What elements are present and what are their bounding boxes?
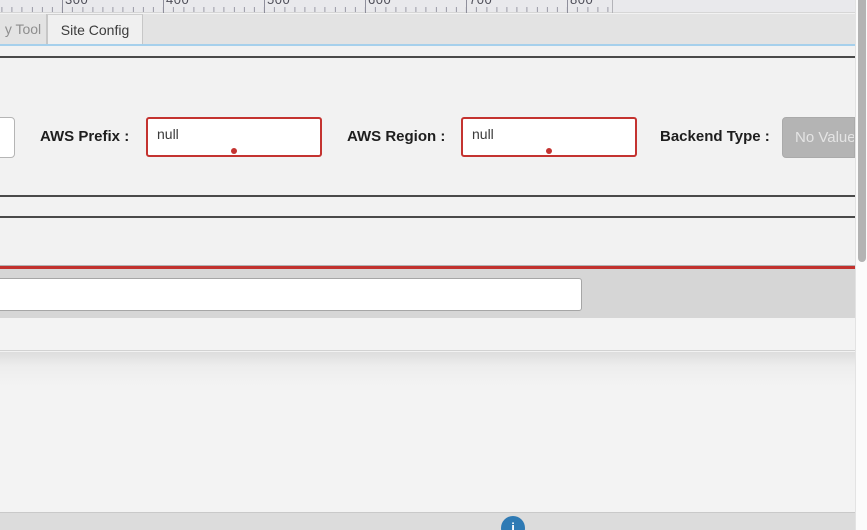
- backend-type-select[interactable]: No Value: [782, 117, 855, 158]
- row-divider-2: [0, 216, 855, 218]
- ruler-label: 700: [469, 0, 492, 7]
- horizontal-ruler: 300 400 500 600 700 800: [0, 0, 867, 13]
- tab-bar: y Tool Site Config: [0, 14, 867, 44]
- search-input[interactable]: [0, 278, 582, 311]
- sub-band: [0, 318, 855, 351]
- bottom-bar: [0, 512, 855, 530]
- ruler-label: 300: [65, 0, 88, 7]
- tab-site-config[interactable]: Site Config: [47, 14, 143, 44]
- error-indicator-dot: [546, 148, 552, 154]
- tab-tool[interactable]: y Tool: [0, 14, 47, 44]
- ruler-tick-area: 300 400 500 600 700 800: [0, 0, 613, 13]
- ruler-label: 600: [368, 0, 391, 7]
- ruler-major-tick: [466, 0, 467, 13]
- vertical-scrollbar[interactable]: [855, 0, 867, 530]
- ruler-major-tick: [163, 0, 164, 13]
- aws-prefix-input[interactable]: [146, 117, 322, 157]
- content-panel: [0, 352, 855, 512]
- error-indicator-dot: [231, 148, 237, 154]
- ruler-label: 500: [267, 0, 290, 7]
- gray-hairline: [0, 265, 855, 266]
- tab-accent-line: [0, 44, 855, 46]
- scrollbar-thumb[interactable]: [858, 0, 866, 262]
- ruler-label: 800: [570, 0, 593, 7]
- section-divider-top: [0, 56, 855, 58]
- ruler-minor-ticks: [0, 7, 613, 12]
- left-edge-field[interactable]: [0, 117, 15, 158]
- ruler-major-tick: [567, 0, 568, 13]
- ruler-major-tick: [264, 0, 265, 13]
- filter-band: [0, 269, 855, 318]
- backend-type-label: Backend Type :: [660, 128, 770, 145]
- ruler-major-tick: [62, 0, 63, 13]
- aws-prefix-label: AWS Prefix :: [40, 128, 130, 145]
- info-icon[interactable]: i: [501, 516, 525, 530]
- row-divider-1: [0, 195, 855, 197]
- ruler-label: 400: [166, 0, 189, 7]
- red-divider: [0, 266, 855, 269]
- ruler-major-tick: [365, 0, 366, 13]
- aws-region-label: AWS Region :: [347, 128, 446, 145]
- aws-region-input[interactable]: [461, 117, 637, 157]
